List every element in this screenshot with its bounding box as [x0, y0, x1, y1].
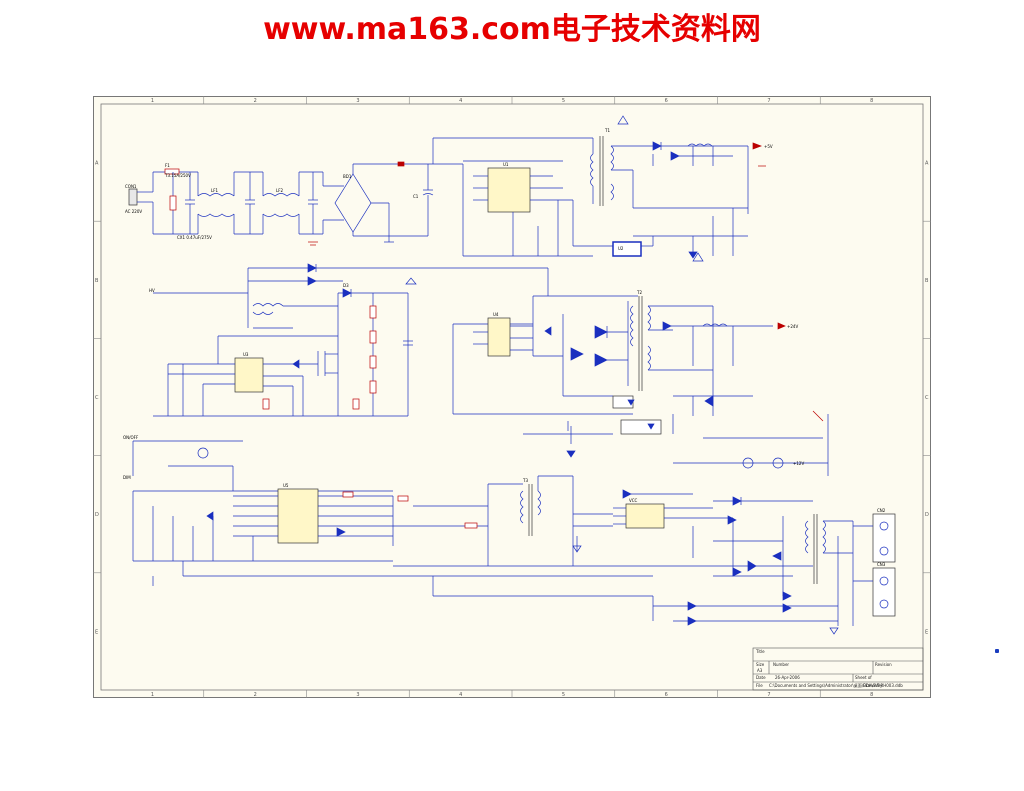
- label-cn3: CN3: [877, 562, 886, 567]
- tb-revision-label: Revision: [875, 662, 892, 667]
- row-marker-A-right: A: [925, 161, 929, 167]
- column-marker-4-top: 4: [459, 98, 462, 104]
- row-marker-B-left: B: [95, 278, 99, 284]
- component-labels: CON1 AC 220V F1 T3.15A/250V CX1 0.47uF/2…: [123, 128, 886, 567]
- label-12v: +12V: [793, 461, 804, 466]
- inverter-section: [393, 475, 896, 635]
- row-marker-D-right: D: [925, 512, 929, 518]
- label-fuse: F1: [165, 163, 170, 168]
- tb-sheet-label: Sheet of: [855, 675, 872, 680]
- label-lf2: LF2: [276, 188, 284, 193]
- standby-flyback-section: [397, 115, 766, 262]
- column-marker-2-top: 2: [254, 98, 257, 104]
- row-markers: A A B B C C D D E E: [93, 161, 931, 635]
- schematic-drawing: 1 1 2 2 3 3 4 4 5 5 6 6 7 7 8 8 A A B B C C D D E E: [93, 96, 931, 698]
- column-marker-6-bottom: 6: [665, 692, 668, 698]
- label-driver-ic: U4: [493, 312, 499, 317]
- column-marker-4-bottom: 4: [459, 692, 462, 698]
- tb-size-label: Size: [756, 662, 765, 667]
- schematic-sheet: 1 1 2 2 3 3 4 4 5 5 6 6 7 7 8 8 A A B B C C D D E E: [93, 96, 931, 698]
- label-t2: T2: [636, 290, 642, 295]
- column-marker-5-top: 5: [562, 98, 565, 104]
- row-marker-C-right: C: [925, 395, 929, 401]
- column-marker-3-top: 3: [356, 98, 359, 104]
- row-marker-B-right: B: [925, 278, 929, 284]
- label-lamp-ic: U5: [283, 483, 289, 488]
- label-lf1: LF1: [211, 188, 219, 193]
- tb-number-label: Number: [773, 662, 789, 667]
- column-marker-3-bottom: 3: [356, 692, 359, 698]
- label-cn2: CN2: [877, 508, 886, 513]
- row-marker-E-left: E: [95, 629, 98, 635]
- label-pfc-ic: U3: [243, 352, 249, 357]
- title-block: [752, 647, 924, 691]
- watermark-banner: www.ma163.com电子技术资料网: [263, 12, 761, 47]
- pfc-section: [153, 263, 548, 417]
- label-on-off: ON/OFF: [123, 435, 139, 440]
- column-marker-6-top: 6: [665, 98, 668, 104]
- backlight-controller-section: [132, 440, 653, 586]
- emi-filter-section: [128, 163, 434, 246]
- row-marker-E-right: E: [925, 629, 928, 635]
- label-dim: DIM: [123, 475, 131, 480]
- column-marker-7-bottom: 7: [767, 692, 770, 698]
- label-x-cap: CX1 0.47uF/275V: [177, 235, 212, 240]
- tb-drawn-label: Drawn By:: [863, 683, 883, 688]
- label-pwm-ic: U1: [503, 162, 509, 167]
- label-pfc-diode: D3: [343, 283, 349, 288]
- label-5v: +5V: [764, 144, 773, 149]
- tb-title-label: Title: [755, 649, 765, 654]
- tb-size-value: A3: [757, 668, 763, 673]
- marker-dot: [995, 649, 999, 653]
- label-t3: T3: [522, 478, 528, 483]
- column-marker-7-top: 7: [767, 98, 770, 104]
- row-marker-D-left: D: [95, 512, 99, 518]
- label-opto1: U2: [618, 246, 624, 251]
- column-marker-8-bottom: 8: [870, 692, 873, 698]
- label-t1: T1: [604, 128, 610, 133]
- row-marker-A-left: A: [95, 161, 99, 167]
- label-hv: HV: [149, 288, 155, 293]
- column-marker-1-bottom: 1: [151, 692, 154, 698]
- tb-file-label: File: [756, 683, 763, 688]
- column-marker-8-top: 8: [870, 98, 873, 104]
- column-marker-5-bottom: 5: [562, 692, 565, 698]
- row-marker-C-left: C: [95, 395, 99, 401]
- column-marker-1-top: 1: [151, 98, 154, 104]
- label-bridge: BD1: [343, 174, 352, 179]
- label-ac-in: CON1: [125, 184, 137, 189]
- label-24v: +24V: [787, 324, 798, 329]
- column-markers: 1 1 2 2 3 3 4 4 5 5 6 6 7 7 8 8: [151, 96, 873, 698]
- column-marker-2-bottom: 2: [254, 692, 257, 698]
- tb-date-value: 26-Apr-2006: [775, 675, 800, 680]
- label-fuse-rating: T3.15A/250V: [164, 173, 191, 178]
- tb-date-label: Date: [756, 675, 766, 680]
- label-ac-voltage: AC 220V: [125, 209, 142, 214]
- tb-file-value: C:\Documents and Settings\Administrator\…: [769, 682, 903, 688]
- label-vcc: VCC: [629, 498, 638, 503]
- label-bulk-cap: C1: [413, 194, 419, 199]
- main-converter-section: [452, 268, 829, 476]
